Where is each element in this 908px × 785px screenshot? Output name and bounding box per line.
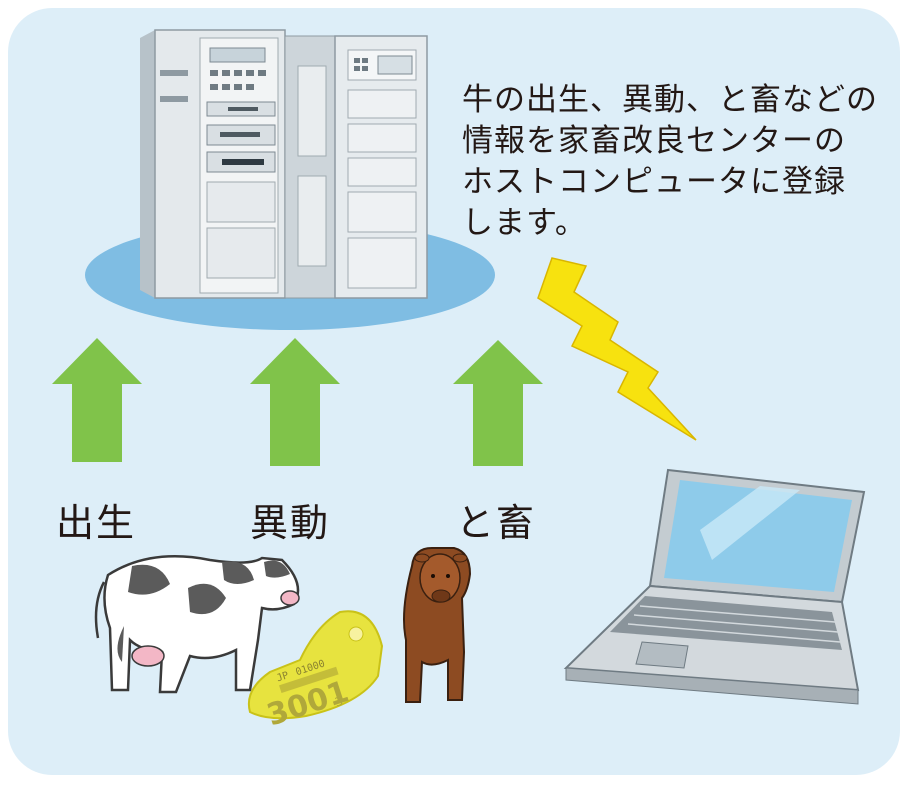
- jersey-cow-icon: [403, 547, 472, 703]
- laptop-icon: [563, 468, 866, 705]
- description-line: 情報を家畜改良センターの: [462, 123, 846, 159]
- category-label-transfer: 異動: [250, 501, 331, 545]
- arrow-up-icon: [250, 338, 340, 466]
- arrow-up-icon: [453, 340, 543, 466]
- ear-tag-check-digit: 3: [333, 694, 345, 710]
- ear-tag-country: JP: [275, 670, 290, 684]
- description-line: 牛の出生、異動、と畜などの: [462, 82, 878, 118]
- description-text: 牛の出生、異動、と畜などの 情報を家畜改良センターの ホストコンピュータに登録 …: [462, 80, 882, 244]
- category-label-slaughter: と畜: [456, 501, 537, 545]
- holstein-cow-icon: [94, 555, 300, 694]
- category-label-birth: 出生: [56, 501, 137, 545]
- description-line: します。: [462, 205, 587, 241]
- server-tower-left: [140, 29, 286, 299]
- description-line: ホストコンピュータに登録: [462, 164, 846, 200]
- server-tower-right: [284, 35, 428, 299]
- arrow-up-icon: [52, 338, 142, 462]
- lightning-icon: [537, 257, 697, 441]
